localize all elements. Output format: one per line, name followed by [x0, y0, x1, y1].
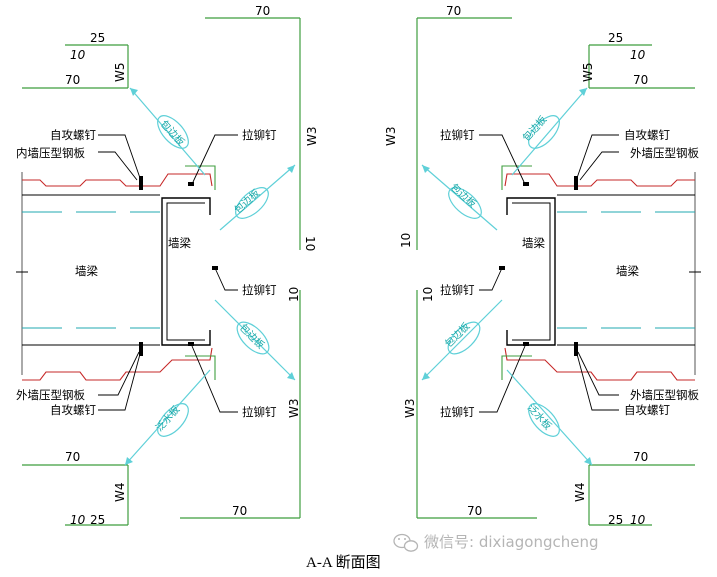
dim-10-mid-left: 10 [303, 236, 317, 251]
dim-10-lower-right: 10 [421, 287, 435, 302]
dim-w3-bottom-right: W3 [403, 399, 417, 419]
label-flashing-1-right: 包边板 [520, 113, 550, 144]
dim-70-top-right: 70 [446, 4, 461, 18]
dim-70-w5-right: 70 [633, 73, 648, 87]
label-flashing-3-left: 包边板 [237, 321, 267, 351]
label-flashing-1-left: 包边板 [158, 117, 188, 148]
label-rivet-bottom-right: 拉铆钉 [440, 405, 475, 419]
dim-70-bottom-left: 70 [232, 504, 247, 518]
left-detail [16, 17, 301, 526]
wechat-icon [393, 533, 419, 552]
label-screw-top-right: 自攻螺钉 [624, 128, 670, 142]
dim-w5-right: W5 [581, 63, 595, 83]
label-rivet-top-left: 拉铆钉 [242, 128, 277, 142]
left-text: 70 70 25 10 70 70 10 25 W5 W4 W3 W3 10 1… [16, 4, 319, 527]
label-flashing-2-right: 包边板 [448, 181, 479, 211]
label-rivet-mid-left: 拉铆钉 [242, 283, 277, 297]
watermark-text: 微信号: dixiagongcheng [424, 533, 599, 551]
dim-25-bottom-left: 25 [90, 513, 105, 527]
label-outer-wall-steel-left: 外墙压型钢板 [16, 388, 85, 402]
dim-w3-bottom-left: W3 [287, 399, 301, 419]
label-rivet-top-right: 拉铆钉 [440, 128, 475, 142]
dim-w3-top-left: W3 [305, 127, 319, 147]
label-outer-wall-steel-top-right: 外墙压型钢板 [630, 146, 699, 160]
dim-10-lower-left: 10 [287, 287, 301, 302]
dim-10-bottom-right: 10 [630, 513, 646, 527]
dim-10-bottom-left: 10 [70, 513, 86, 527]
label-wall-beam-left: 墙梁 [75, 264, 98, 278]
dim-10-top-left: 10 [70, 48, 86, 62]
label-screw-top-left: 自攻螺钉 [50, 128, 96, 142]
label-inner-wall-steel: 内墙压型钢板 [16, 146, 85, 160]
dim-25-top-left: 25 [90, 31, 105, 45]
dim-10-top-right: 10 [630, 48, 646, 62]
dim-70-bottom-right: 70 [467, 504, 482, 518]
dim-25-bottom-right: 25 [608, 513, 623, 527]
dim-w3-top-right: W3 [384, 127, 398, 147]
label-screw-bottom-right: 自攻螺钉 [624, 403, 670, 417]
dim-70-w4-right: 70 [633, 450, 648, 464]
label-rivet-mid-right: 拉铆钉 [440, 283, 475, 297]
label-rivet-bottom-left: 拉铆钉 [242, 405, 277, 419]
dim-w4-right: W4 [573, 483, 587, 503]
dim-w4-left: W4 [113, 483, 127, 503]
label-outer-wall-steel-right: 外墙压型钢板 [630, 388, 699, 402]
dim-70-w5-left: 70 [65, 73, 80, 87]
label-screw-bottom-left: 自攻螺钉 [50, 403, 96, 417]
label-wall-beam-c-right: 墙梁 [522, 236, 545, 250]
label-wall-beam-c-left: 墙梁 [168, 236, 191, 250]
dim-25-top-right: 25 [608, 31, 623, 45]
dim-70-w4-left: 70 [65, 450, 80, 464]
dim-70-top-left: 70 [255, 4, 270, 18]
dim-10-mid-right: 10 [399, 233, 413, 248]
dim-w5-left: W5 [113, 63, 127, 83]
right-text: 70 70 25 10 70 70 25 10 W5 W4 W3 W3 10 1… [384, 4, 699, 527]
label-wall-beam-right: 墙梁 [616, 264, 639, 278]
figure-caption: A-A 断面图 [306, 554, 381, 571]
right-detail [416, 17, 701, 526]
